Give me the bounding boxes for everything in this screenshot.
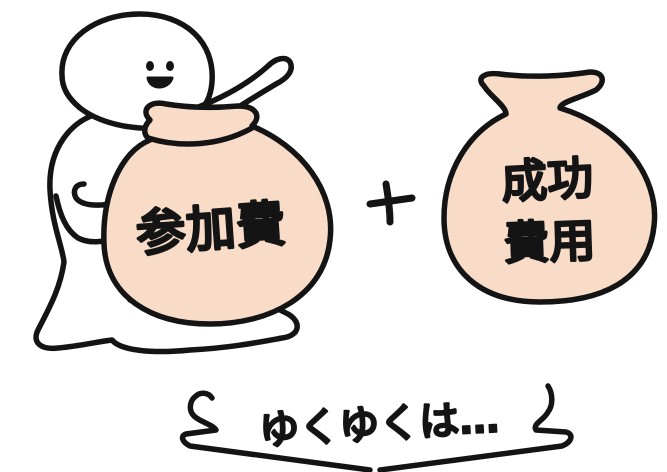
bag-right-label-line2: 費用 [503, 213, 597, 270]
money-bag-icon-right: 成功 費用 [441, 69, 658, 305]
character-raised-arm [193, 55, 294, 121]
character [33, 11, 300, 355]
down-arrow-icon: ゆくゆくは… [179, 383, 574, 472]
money-bag-left-neck [145, 125, 255, 147]
plus-icon [366, 180, 416, 226]
money-bag-icon-left: 参加費 [101, 100, 334, 327]
bag-left-label: 参加費 [134, 195, 288, 263]
down-arrow-outline [179, 383, 574, 472]
money-bag-left-body [101, 100, 334, 327]
character-mouth [146, 76, 174, 89]
character-left-hand [71, 181, 113, 208]
caption: ゆくゆくは… [258, 396, 500, 454]
character-head [59, 11, 215, 132]
character-body [33, 109, 300, 355]
bag-right-label-line1: 成功 [500, 151, 595, 210]
character-right-eye [166, 61, 174, 71]
character-left-eye [146, 61, 154, 71]
money-bag-right-body [441, 69, 658, 305]
